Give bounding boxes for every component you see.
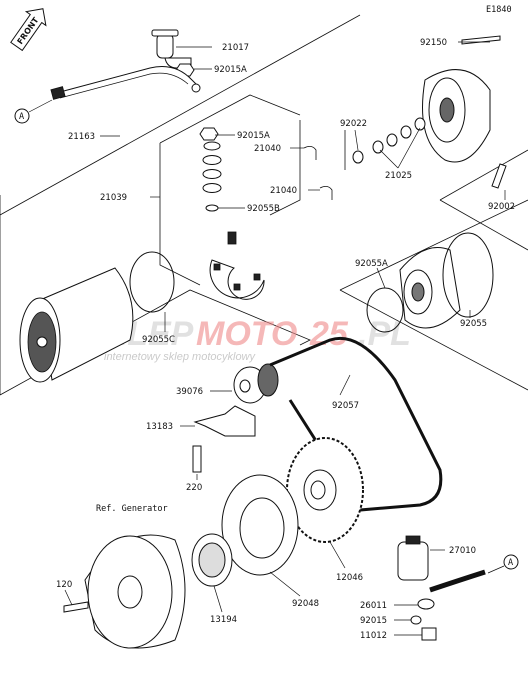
washer-92015 bbox=[410, 615, 422, 625]
cable-21163 bbox=[50, 66, 201, 100]
label-ref-generator: Ref. Generator bbox=[96, 504, 168, 514]
bolt-220 bbox=[192, 445, 202, 473]
clip-21040-a bbox=[303, 146, 317, 160]
front-cover bbox=[399, 232, 494, 329]
connector-a-top-label: A bbox=[19, 112, 24, 122]
end-cover bbox=[422, 35, 501, 163]
clutch-92048 bbox=[221, 474, 299, 576]
connector-a-bottom-label: A bbox=[508, 558, 513, 568]
leader-lines bbox=[64, 41, 506, 636]
label-21017: 21017 bbox=[222, 43, 249, 53]
nut-92015a-mid bbox=[199, 127, 219, 141]
label-21040-a: 21040 bbox=[254, 144, 281, 154]
relay-27010 bbox=[397, 535, 486, 593]
label-92002: 92002 bbox=[488, 202, 515, 212]
label-21040-b: 21040 bbox=[270, 186, 297, 196]
label-21025: 21025 bbox=[385, 171, 412, 181]
label-92048: 92048 bbox=[292, 599, 319, 609]
watermark-brand-tld: .PL bbox=[358, 315, 411, 353]
label-92055a: 92055A bbox=[355, 259, 388, 269]
generator-rotor bbox=[84, 534, 186, 649]
front-arrow-icon: FRONT bbox=[10, 8, 47, 52]
label-120: 120 bbox=[56, 580, 72, 590]
label-13183: 13183 bbox=[146, 422, 173, 432]
label-13194: 13194 bbox=[210, 615, 237, 625]
watermark-tagline: internetowy sklep motocyklowy bbox=[104, 351, 257, 363]
label-92150: 92150 bbox=[420, 38, 447, 48]
oring-92055c bbox=[129, 251, 175, 313]
label-92015: 92015 bbox=[360, 616, 387, 626]
brush-holder-21039 bbox=[209, 231, 265, 300]
washers-21025 bbox=[352, 117, 426, 164]
bolt-92002 bbox=[491, 163, 507, 189]
bolt-120 bbox=[63, 601, 89, 613]
cap-21017 bbox=[151, 29, 192, 69]
label-21163: 21163 bbox=[68, 132, 95, 142]
label-92055b: 92055B bbox=[247, 204, 280, 214]
label-12046: 12046 bbox=[336, 573, 363, 583]
diagram-id: E1840 bbox=[486, 5, 512, 15]
label-92057: 92057 bbox=[332, 401, 359, 411]
starter-motor bbox=[19, 267, 134, 383]
bearing-13194 bbox=[191, 533, 233, 587]
bracket-13183 bbox=[193, 405, 256, 437]
clip-21040-b bbox=[319, 186, 333, 200]
label-92015a-mid: 92015A bbox=[237, 131, 270, 141]
chain-92057 bbox=[269, 336, 443, 512]
sprocket-12046 bbox=[286, 437, 364, 543]
label-26011: 26011 bbox=[360, 601, 387, 611]
label-92055c: 92055C bbox=[142, 335, 175, 345]
gear-39076 bbox=[233, 363, 279, 404]
watermark-brand-red: MOTO bbox=[196, 315, 297, 353]
label-92055: 92055 bbox=[460, 319, 487, 329]
label-39076: 39076 bbox=[176, 387, 203, 397]
label-220: 220 bbox=[186, 483, 202, 493]
label-21039: 21039 bbox=[100, 193, 127, 203]
connector-a-top: A bbox=[14, 99, 53, 124]
connector-a-bottom: A bbox=[487, 554, 519, 574]
part-labels: 21017 92015A 92150 21163 92015A 21040 92… bbox=[56, 38, 515, 641]
cap-11012 bbox=[421, 627, 437, 641]
label-27010: 27010 bbox=[449, 546, 476, 556]
label-11012: 11012 bbox=[360, 631, 387, 641]
label-92022: 92022 bbox=[340, 119, 367, 129]
label-92015a-top: 92015A bbox=[214, 65, 247, 75]
washer-26011 bbox=[417, 598, 435, 610]
washer-stack bbox=[202, 141, 222, 212]
